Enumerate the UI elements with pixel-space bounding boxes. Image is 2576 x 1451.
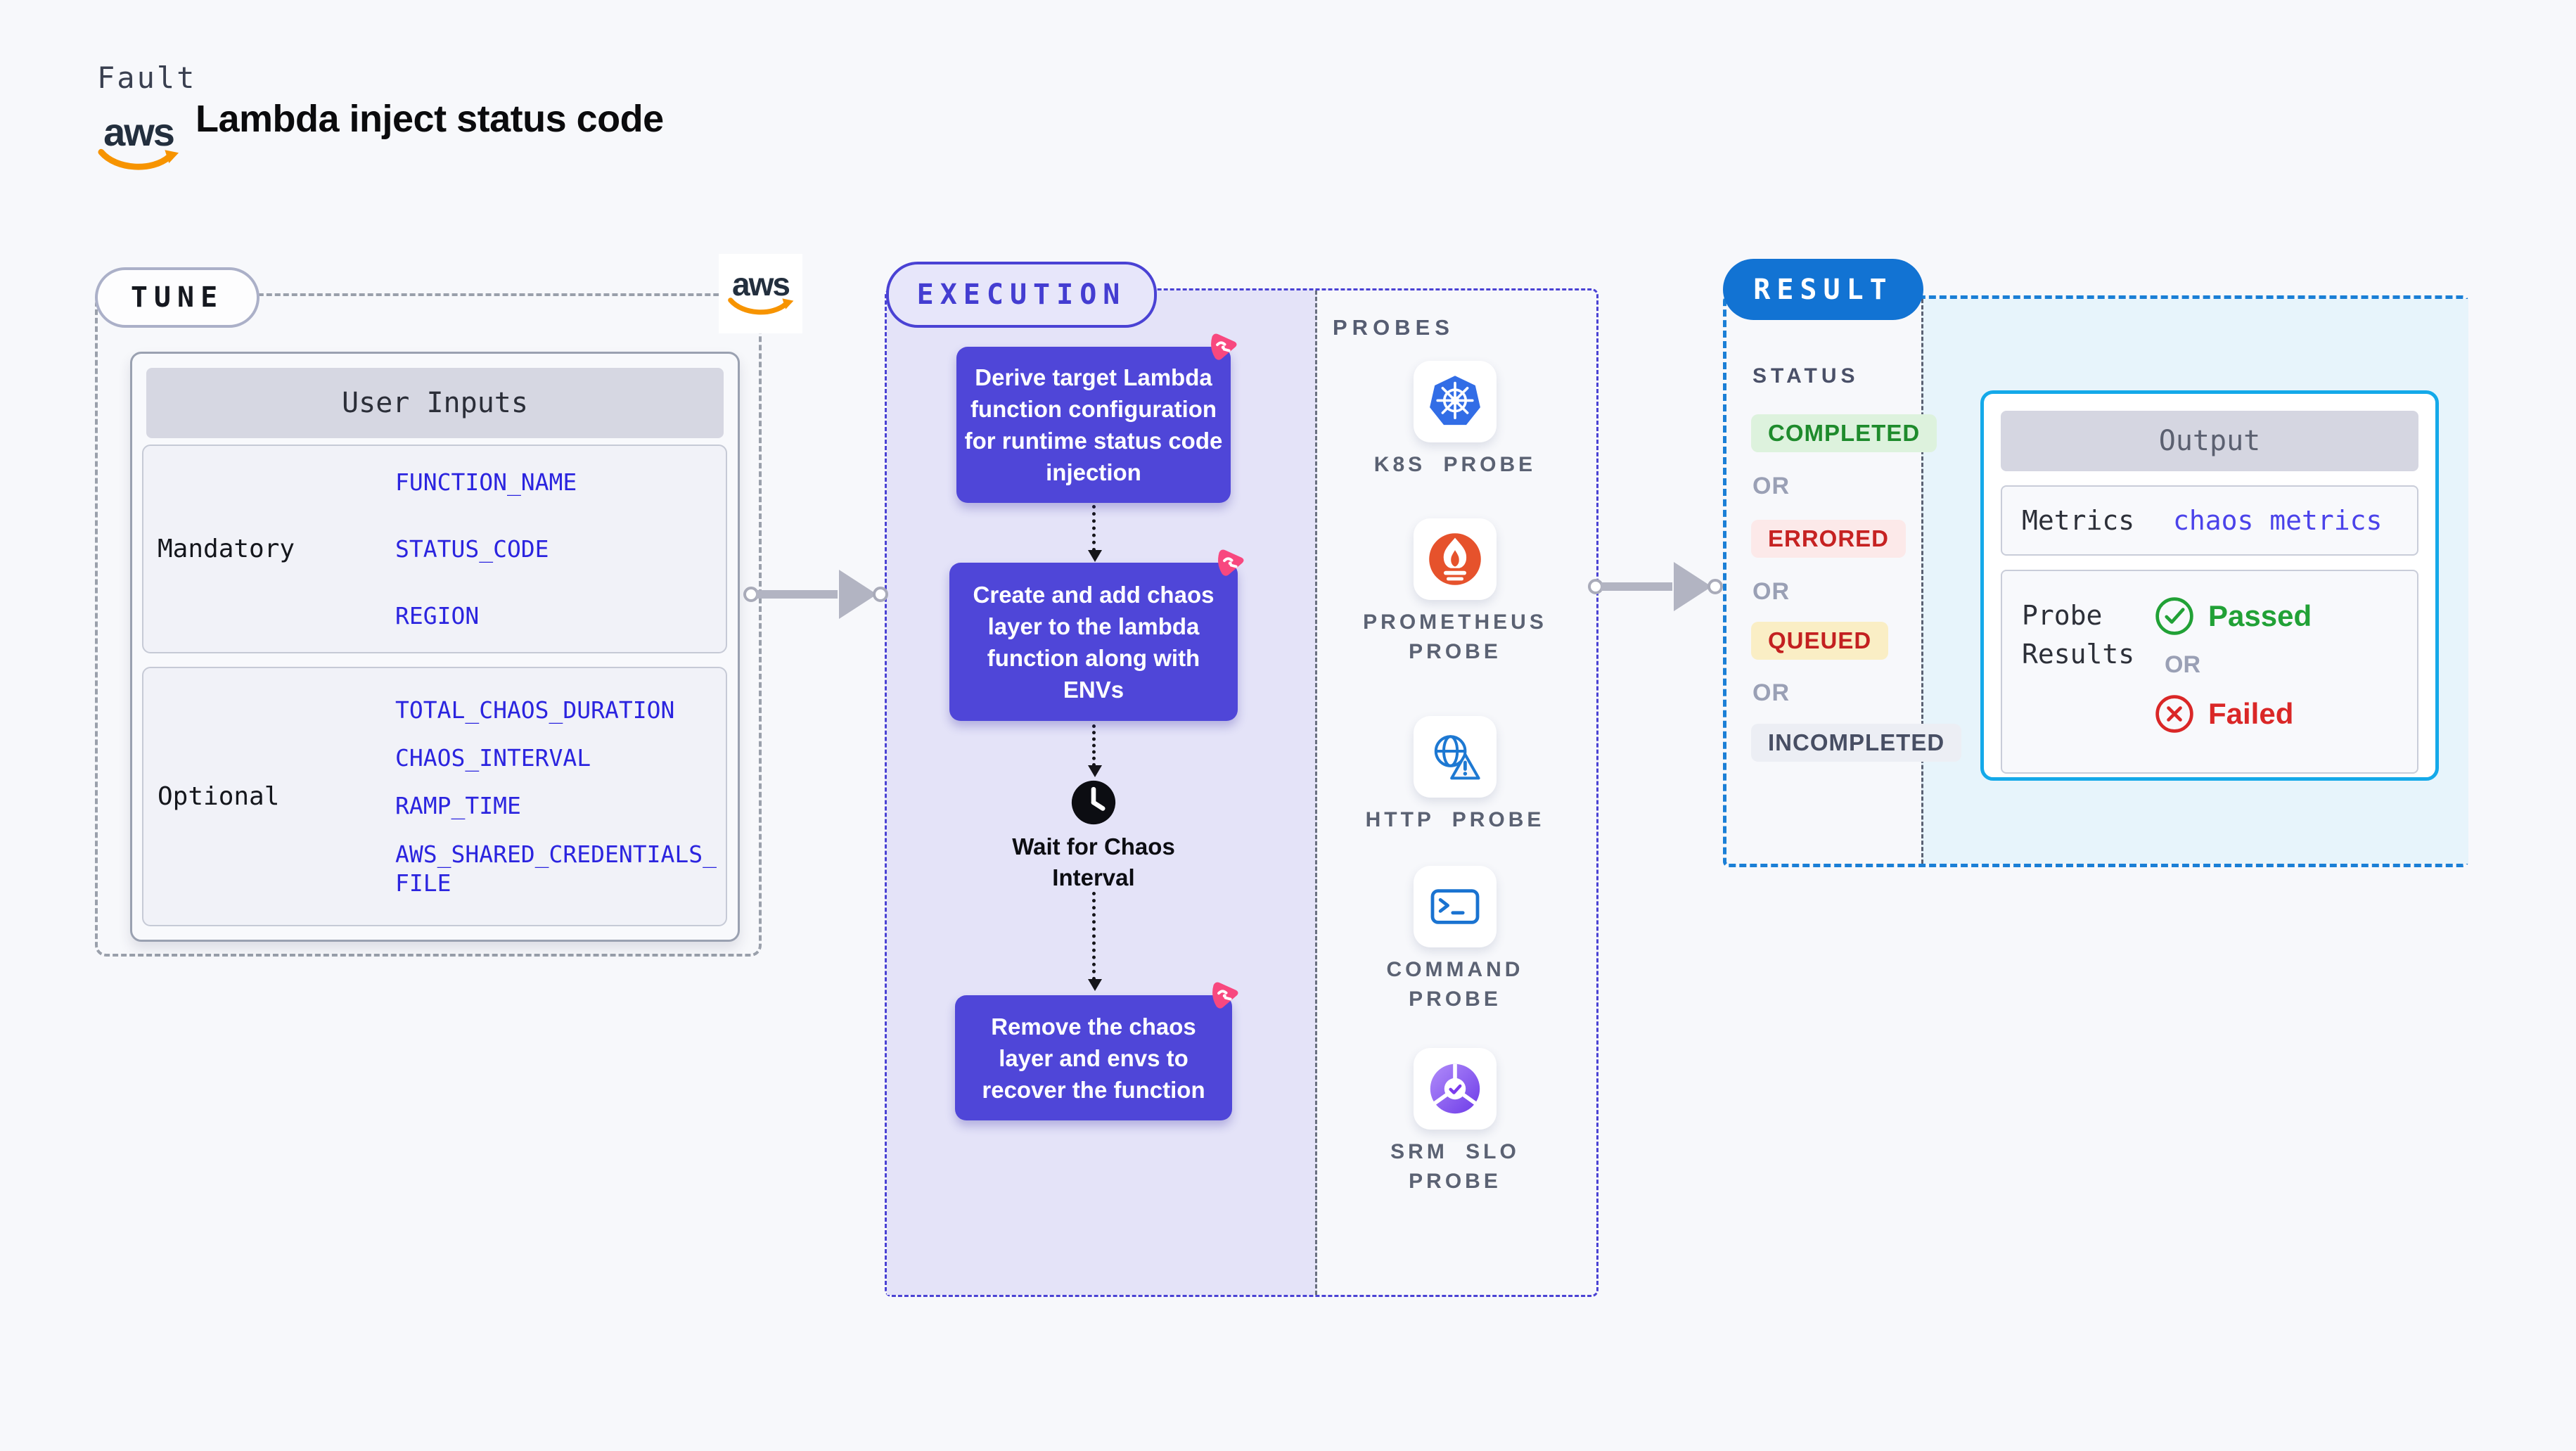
arrow-head	[1674, 562, 1712, 611]
http-globe-icon	[1434, 735, 1480, 780]
passed-result: Passed	[2153, 595, 2312, 637]
aws-logo-text: aws	[732, 265, 790, 302]
metrics-row: Metrics chaos metrics	[2001, 485, 2418, 556]
execution-badge: EXECUTION	[886, 262, 1157, 328]
status-completed-badge: COMPLETED	[1751, 414, 1937, 452]
optional-label: Optional	[158, 782, 280, 811]
probe-label: SRM SLO PROBE	[1390, 1140, 1520, 1193]
or-separator: OR	[1752, 473, 1790, 499]
failed-label: Failed	[2208, 697, 2294, 730]
env-var: TOTAL_CHAOS_DURATION	[395, 696, 675, 724]
probe-results-row: Probe Results Passed OR Failed	[2001, 570, 2418, 774]
clock-icon	[1070, 779, 1117, 826]
step-remove-chaos-layer: Remove the chaos layer and envs to recov…	[955, 982, 1238, 1120]
probe-card-srm-slo	[1414, 1048, 1497, 1130]
aws-logo: aws	[97, 113, 180, 176]
user-inputs-header: User Inputs	[146, 368, 724, 438]
aws-logo-text: aws	[103, 110, 175, 154]
litmus-chaos-icon	[1212, 982, 1238, 1009]
probe-card-k8s	[1414, 361, 1497, 442]
env-var: RAMP_TIME	[395, 792, 521, 820]
probe-card-command	[1414, 866, 1497, 947]
mandatory-inputs-row: Mandatory FUNCTION_NAME STATUS_CODE REGI…	[142, 445, 727, 653]
probe-results-label: Probe Results	[2022, 600, 2135, 670]
arrow-execution-to-result	[1588, 562, 1723, 611]
wait-for-chaos-interval-label: Wait for Chaos Interval	[1012, 833, 1175, 890]
or-separator: OR	[1752, 578, 1790, 605]
step-derive-lambda-config: Derive target Lambda function configurat…	[956, 333, 1237, 503]
aws-logo-small: aws	[719, 254, 802, 333]
probe-label: HTTP PROBE	[1365, 808, 1545, 831]
metrics-value: chaos metrics	[2173, 505, 2383, 536]
check-circle-icon	[2155, 597, 2193, 635]
user-inputs-card: User Inputs Mandatory FUNCTION_NAME STAT…	[130, 352, 740, 942]
arrow-end-ring	[873, 587, 888, 602]
srm-slo-icon	[1430, 1063, 1480, 1114]
arrow-shaft	[1601, 582, 1672, 591]
tune-panel	[95, 293, 762, 957]
probe-results-values: Passed OR Failed	[2153, 571, 2312, 772]
aws-smile-icon	[727, 297, 793, 314]
terminal-icon	[1430, 889, 1480, 924]
optional-items: TOTAL_CHAOS_DURATION CHAOS_INTERVAL RAMP…	[395, 696, 726, 897]
litmus-chaos-icon	[1218, 549, 1244, 576]
step-text: Create and add chaos layer to the lambda…	[973, 581, 1215, 703]
aws-smile-icon	[98, 148, 179, 170]
fault-category-label: Fault	[97, 60, 197, 95]
arrow-tune-to-execution	[743, 570, 888, 619]
litmus-chaos-icon	[1211, 333, 1237, 360]
env-var: FUNCTION_NAME	[395, 468, 577, 496]
tune-badge: TUNE	[95, 267, 259, 328]
passed-label: Passed	[2208, 599, 2312, 632]
metrics-label: Metrics	[2022, 505, 2135, 536]
optional-inputs-row: Optional TOTAL_CHAOS_DURATION CHAOS_INTE…	[142, 667, 727, 926]
probe-label: K8S PROBE	[1373, 453, 1537, 476]
x-circle-icon	[2155, 695, 2193, 733]
env-var: CHAOS_INTERVAL	[395, 744, 591, 772]
flow-arrow-down	[1088, 505, 1102, 562]
failed-result: Failed	[2153, 693, 2312, 735]
mandatory-label: Mandatory	[158, 535, 295, 563]
step-text: Remove the chaos layer and envs to recov…	[982, 1013, 1205, 1103]
probe-card-http	[1414, 716, 1497, 798]
page-title: Lambda inject status code	[196, 98, 664, 140]
arrow-shaft	[756, 590, 838, 599]
env-var: AWS_SHARED_CREDENTIALS_FILE	[395, 840, 717, 897]
status-title: STATUS	[1752, 364, 1859, 388]
status-errored-badge: ERRORED	[1751, 520, 1907, 558]
result-badge: RESULT	[1723, 259, 1923, 320]
status-queued-badge: QUEUED	[1751, 622, 1889, 660]
prometheus-icon	[1429, 533, 1481, 585]
or-separator: OR	[1752, 679, 1790, 706]
step-text: Derive target Lambda function configurat…	[964, 364, 1223, 485]
env-var: STATUS_CODE	[395, 535, 549, 563]
probe-label: PROMETHEUS PROBE	[1363, 611, 1547, 663]
probes-title: PROBES	[1333, 315, 1454, 340]
arrow-end-ring	[1707, 579, 1723, 594]
status-incompleted-badge: INCOMPLETED	[1751, 724, 1962, 762]
flow-arrow-down	[1088, 724, 1102, 777]
kubernetes-icon	[1430, 376, 1480, 426]
or-separator: OR	[2165, 651, 2200, 678]
output-card: Output Metrics chaos metrics Probe Resul…	[1980, 390, 2439, 781]
probe-label: COMMAND PROBE	[1386, 958, 1524, 1011]
mandatory-items: FUNCTION_NAME STATUS_CODE REGION	[395, 468, 726, 631]
arrow-head	[839, 570, 877, 619]
flow-arrow-down	[1088, 892, 1102, 991]
output-header: Output	[2001, 411, 2418, 471]
probe-card-prometheus	[1414, 518, 1497, 600]
env-var: REGION	[395, 602, 480, 630]
step-add-chaos-layer: Create and add chaos layer to the lambda…	[949, 549, 1244, 721]
